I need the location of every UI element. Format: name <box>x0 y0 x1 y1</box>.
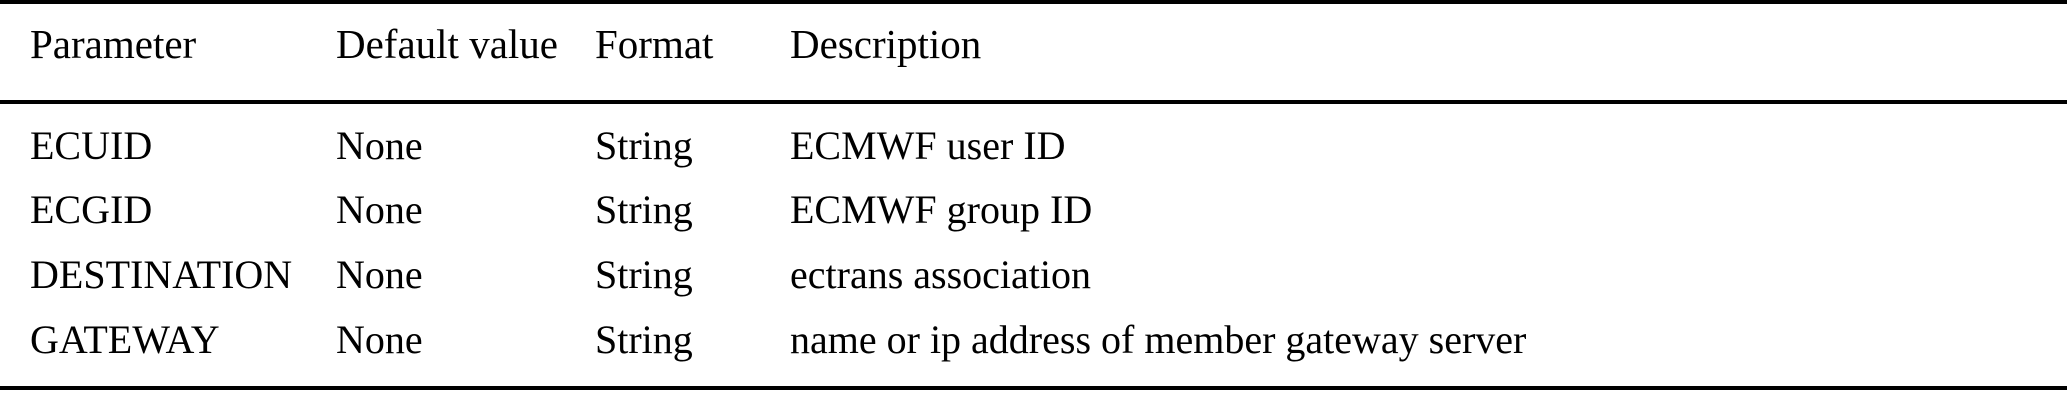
table-row: DESTINATION None String ectrans associat… <box>0 247 2067 312</box>
cell-format: String <box>595 252 693 297</box>
table-row: GATEWAY None String name or ip address o… <box>0 312 2067 390</box>
column-header-format: Format <box>595 4 760 104</box>
cell-description: ECMWF group ID <box>790 187 1093 232</box>
column-header-default-value: Default value <box>318 4 595 104</box>
cell-parameter: DESTINATION <box>30 252 293 297</box>
table-header: Parameter Default value Format Descripti… <box>0 0 2067 104</box>
cell-parameter: ECUID <box>30 123 153 168</box>
cell-default: None <box>336 187 423 232</box>
cell-default: None <box>336 123 423 168</box>
table-row: ECGID None String ECMWF group ID <box>0 182 2067 247</box>
cell-format: String <box>595 123 693 168</box>
cell-format: String <box>595 187 693 232</box>
table-row: ECUID None String ECMWF user ID <box>0 102 2067 182</box>
cell-parameter: ECGID <box>30 187 153 232</box>
column-header-description: Description <box>760 4 2067 104</box>
cell-description: ectrans association <box>790 252 1091 297</box>
cell-description: ECMWF user ID <box>790 123 1066 168</box>
cell-description: name or ip address of member gateway ser… <box>760 312 2067 390</box>
cell-parameter: GATEWAY <box>0 312 318 390</box>
table-header-row: Parameter Default value Format Descripti… <box>0 4 2067 104</box>
cell-format: String <box>595 312 760 390</box>
column-header-parameter: Parameter <box>0 4 318 104</box>
parameter-table: Parameter Default value Format Descripti… <box>0 0 2067 390</box>
cell-default: None <box>336 252 423 297</box>
cell-default: None <box>318 312 595 390</box>
table-body: ECUID None String ECMWF user ID ECGID No… <box>0 102 2067 390</box>
